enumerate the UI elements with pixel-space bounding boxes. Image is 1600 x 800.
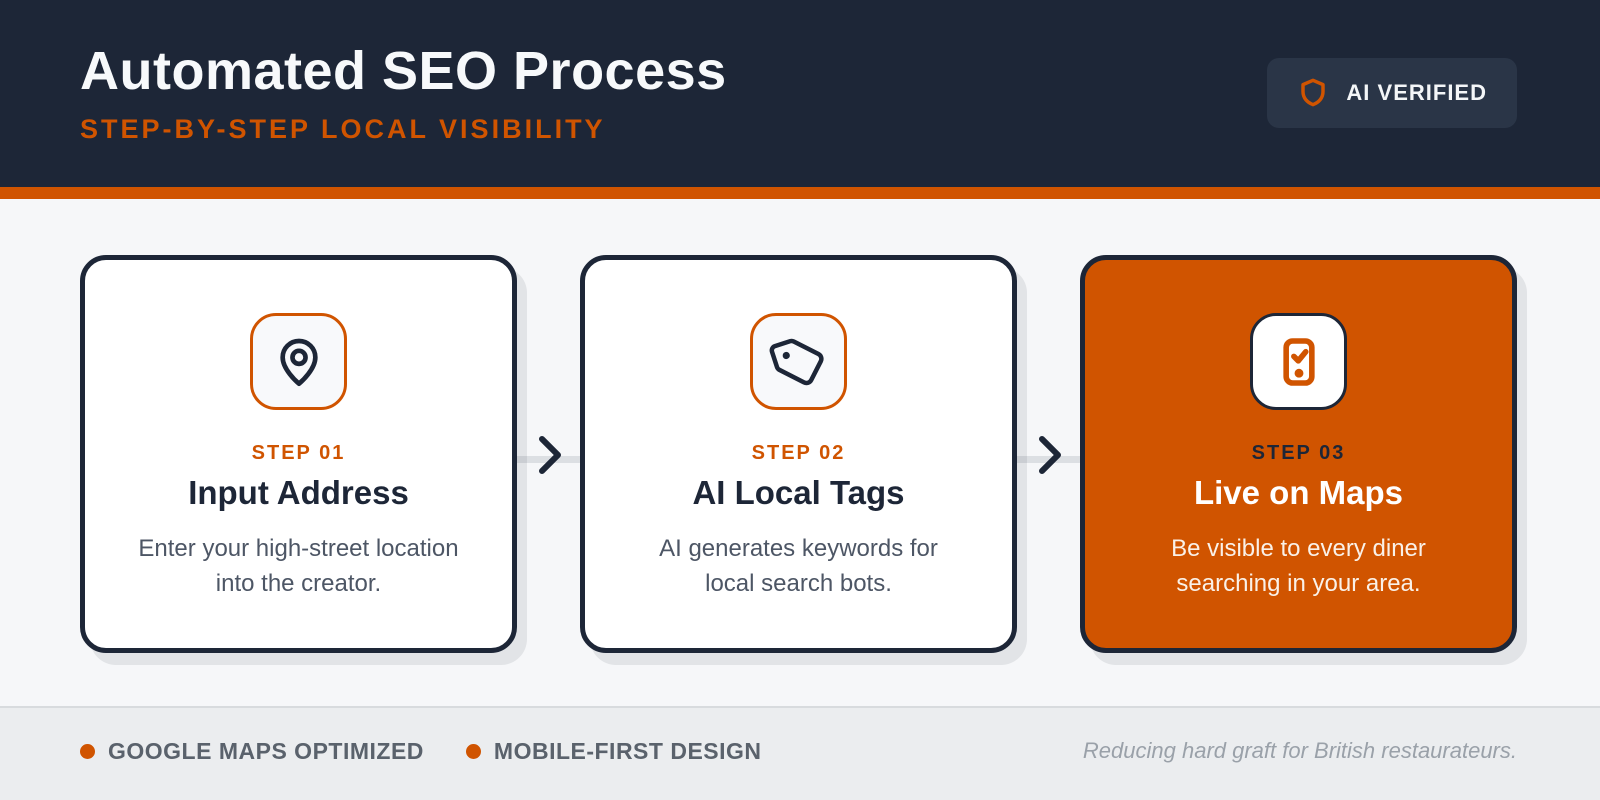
footer: GOOGLE MAPS OPTIMIZED MOBILE-FIRST DESIG…	[0, 706, 1600, 800]
shield-icon	[1297, 75, 1329, 111]
footer-badge-mobile-first: MOBILE-FIRST DESIGN	[465, 737, 762, 765]
tag-icon	[764, 327, 832, 395]
step-2-icon-box	[750, 313, 847, 410]
accent-divider	[0, 187, 1600, 199]
footer-tagline: Reducing hard graft for British restaura…	[1082, 738, 1517, 763]
step-2-label: STEP 02	[751, 442, 846, 464]
ai-verified-badge: AI VERIFIED	[1267, 58, 1517, 128]
step-1-icon-box	[250, 313, 347, 410]
step-2-description: AI generates keywords for local search b…	[659, 535, 938, 597]
step-1-label: STEP 01	[251, 442, 346, 464]
step-3-title: Live on Maps	[1193, 474, 1404, 511]
step-card-3: STEP 03 Live on Maps Be visible to every…	[1080, 255, 1517, 653]
step-3-label: STEP 03	[1251, 442, 1346, 464]
page-subtitle: STEP-BY-STEP LOCAL VISIBILITY	[80, 114, 606, 144]
header: Automated SEO Process STEP-BY-STEP LOCAL…	[0, 0, 1600, 187]
step-2-title: AI Local Tags	[692, 474, 905, 511]
footer-badge-label: GOOGLE MAPS OPTIMIZED	[108, 737, 424, 764]
page-title: Automated SEO Process	[80, 41, 727, 101]
footer-badge-label: MOBILE-FIRST DESIGN	[493, 737, 762, 764]
badge-label: AI VERIFIED	[1346, 80, 1487, 105]
step-1-title: Input Address	[188, 474, 409, 511]
phone-check-icon	[1271, 334, 1327, 390]
footer-badge-google-maps: GOOGLE MAPS OPTIMIZED	[80, 738, 424, 765]
step-3-description: Be visible to every diner searching in y…	[1171, 535, 1426, 597]
step-card-2: STEP 02 AI Local Tags AI generates keywo…	[580, 255, 1017, 653]
step-1-description: Enter your high-street location into the…	[138, 535, 459, 597]
step-3-icon-box	[1250, 313, 1347, 410]
steps-row: STEP 01 Input Address Enter your high-st…	[80, 255, 1517, 653]
arrow-right-icon	[1037, 434, 1063, 476]
arrow-right-icon	[537, 434, 563, 476]
map-pin-icon	[271, 334, 327, 390]
step-card-1: STEP 01 Input Address Enter your high-st…	[80, 255, 517, 653]
bullet-dot-icon	[80, 743, 95, 759]
bullet-dot-icon	[465, 743, 481, 759]
